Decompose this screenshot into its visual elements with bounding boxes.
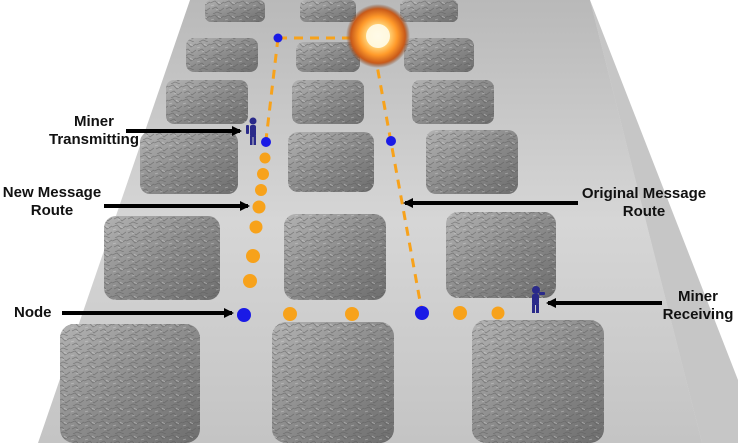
nodes — [237, 33, 429, 322]
label-line: Route — [30, 202, 74, 219]
label-miner-receiving: Miner Receiving — [662, 288, 734, 324]
floor-right-edge — [590, 0, 738, 443]
annotation-arrows — [62, 126, 662, 318]
explosion-icon — [346, 4, 410, 68]
label-node: Node — [14, 304, 52, 321]
miner-transmitting-icon — [246, 117, 257, 145]
label-line: New Message — [2, 184, 102, 201]
label-line: Transmitting — [48, 131, 139, 148]
label-line: Miner — [73, 113, 114, 130]
node — [386, 136, 396, 146]
label-line: Receiving — [662, 306, 734, 323]
node — [415, 306, 429, 320]
label-line: Original Message — [581, 185, 707, 202]
miner-receiving-icon — [532, 286, 545, 313]
label-line: Miner — [677, 288, 718, 305]
node — [237, 308, 251, 322]
node — [273, 33, 283, 43]
label-line: Route — [622, 203, 666, 220]
node — [261, 137, 271, 147]
label-new-message-route: New Message Route — [2, 184, 102, 220]
original-message-route — [264, 36, 424, 313]
label-miner-transmitting: Miner Transmitting — [48, 113, 140, 149]
label-original-message-route: Original Message Route — [578, 185, 710, 221]
new-message-route — [243, 152, 505, 321]
pillars — [60, 0, 604, 443]
